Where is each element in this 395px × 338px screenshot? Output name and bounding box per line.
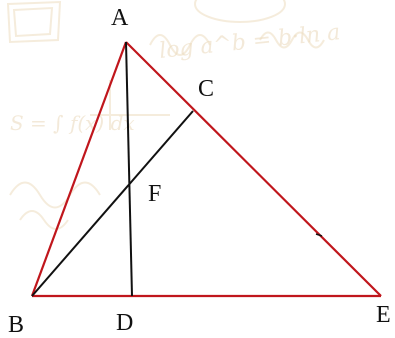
watermark-box <box>6 0 62 44</box>
label-e: E <box>376 302 391 328</box>
triangle-abe <box>30 41 382 298</box>
watermark-writing <box>9 181 101 230</box>
label-b: B <box>8 312 24 338</box>
inner-segments <box>31 41 194 297</box>
point-labels: A B C D E F <box>8 5 391 338</box>
label-a: A <box>111 5 129 31</box>
segment-ad <box>125 41 133 297</box>
label-d: D <box>116 310 133 336</box>
segment-ab <box>30 41 128 297</box>
watermark-squiggle <box>149 31 325 56</box>
tick-mark-ae <box>315 233 323 237</box>
background-watermark: log a^b = b·ln a S = ∫ f(x) dx <box>6 0 341 230</box>
label-f: F <box>148 181 161 207</box>
watermark-formula-1: log a^b = b·ln a <box>158 20 341 64</box>
segment-bc <box>31 110 194 297</box>
label-c: C <box>198 76 214 102</box>
segment-ae <box>125 41 382 297</box>
watermark-circle <box>194 0 286 23</box>
